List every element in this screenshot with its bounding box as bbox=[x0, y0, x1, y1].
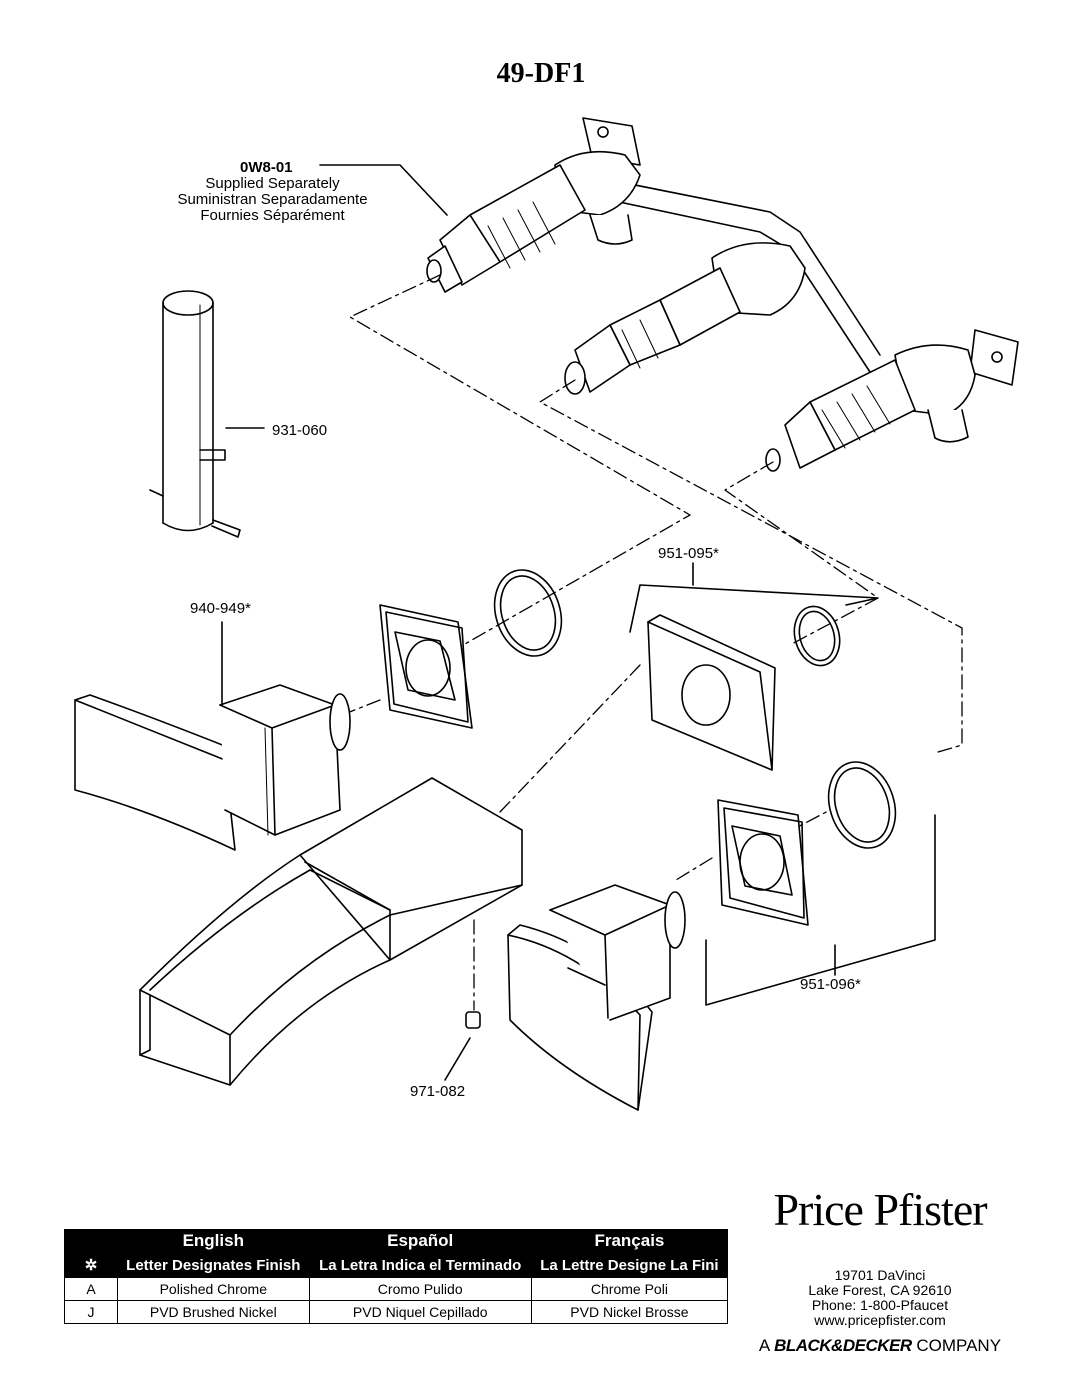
o-ring-small bbox=[793, 605, 841, 667]
handle-left bbox=[74, 621, 351, 851]
sleeve-part bbox=[149, 290, 265, 538]
brand-block: Price Pfister 19701 DaVinci Lake Forest,… bbox=[745, 1180, 1015, 1356]
finish-spanish: Cromo Pulido bbox=[308, 1277, 532, 1301]
finish-english: PVD Brushed Nickel bbox=[117, 1300, 310, 1324]
valve-note-french: Fournies Séparément bbox=[200, 207, 345, 224]
handle-part-label: 940-949* bbox=[190, 600, 251, 617]
address-line-2: Lake Forest, CA 92610 bbox=[808, 1282, 952, 1298]
spout-escutcheon-part-label: 951-095* bbox=[658, 545, 719, 562]
price-pfister-logo: Price Pfister bbox=[773, 1184, 987, 1235]
company-suffix: COMPANY bbox=[916, 1336, 1002, 1355]
spout-plate bbox=[647, 614, 776, 771]
valve-leader bbox=[319, 164, 448, 216]
table-row: J PVD Brushed Nickel PVD Niquel Cepillad… bbox=[64, 1300, 729, 1324]
escutcheon-right bbox=[717, 799, 809, 926]
bracket-951-095 bbox=[629, 584, 879, 633]
valve-note-spanish: Suministran Separadamente bbox=[177, 191, 368, 208]
header-french: Français bbox=[530, 1229, 729, 1253]
finish-code: J bbox=[64, 1300, 118, 1324]
finish-spanish: PVD Niquel Cepillado bbox=[308, 1300, 532, 1324]
finish-french: PVD Nickel Brosse bbox=[530, 1300, 729, 1324]
set-screw bbox=[465, 1011, 481, 1029]
valve-body bbox=[426, 117, 1019, 472]
o-ring-bottom bbox=[827, 761, 897, 849]
model-title: 49-DF1 bbox=[496, 58, 586, 89]
company-prefix: A bbox=[758, 1336, 770, 1355]
exploded-parts-diagram bbox=[74, 117, 1019, 1111]
bracket-951-096 bbox=[705, 814, 936, 1006]
screw-leader bbox=[444, 1037, 471, 1081]
subheader-spanish: La Letra Indica el Terminado bbox=[308, 1252, 532, 1278]
subheader-french: La Lettre Designe La Fini bbox=[530, 1252, 729, 1278]
valve-callout: 0W8-01 Supplied Separately Suministran S… bbox=[160, 160, 385, 224]
header-english: English bbox=[117, 1229, 310, 1253]
valve-note-english: Supplied Separately bbox=[205, 175, 340, 192]
sleeve-part-label: 931-060 bbox=[272, 422, 328, 439]
address-line-1: 19701 DaVinci bbox=[834, 1267, 926, 1283]
valve-part-number: 0W8-01 bbox=[240, 159, 293, 176]
handle-escutcheon-part-label: 951-096* bbox=[800, 976, 861, 993]
finish-english: Polished Chrome bbox=[117, 1277, 310, 1301]
black-decker-logo: BLACK&DECKER bbox=[774, 1336, 912, 1355]
o-ring-top bbox=[493, 569, 563, 657]
waterfall-spout bbox=[139, 777, 523, 1086]
table-row: A Polished Chrome Cromo Pulido Chrome Po… bbox=[64, 1277, 729, 1301]
star-symbol: ✲ bbox=[64, 1252, 118, 1278]
set-screw-part-label: 971-082 bbox=[410, 1083, 466, 1100]
subheader-english: Letter Designates Finish bbox=[117, 1252, 310, 1278]
phone: Phone: 1-800-Pfaucet bbox=[811, 1297, 949, 1313]
website: www.pricepfister.com bbox=[814, 1312, 946, 1328]
escutcheon-left bbox=[379, 604, 473, 729]
company-line: A BLACK&DECKER COMPANY bbox=[745, 1336, 1015, 1356]
finish-french: Chrome Poli bbox=[530, 1277, 729, 1301]
handle-right bbox=[507, 884, 686, 1111]
header-spanish: Español bbox=[308, 1229, 532, 1253]
finish-code: A bbox=[64, 1277, 118, 1301]
finish-table: English Español Français ✲ Letter Design… bbox=[64, 1229, 729, 1324]
